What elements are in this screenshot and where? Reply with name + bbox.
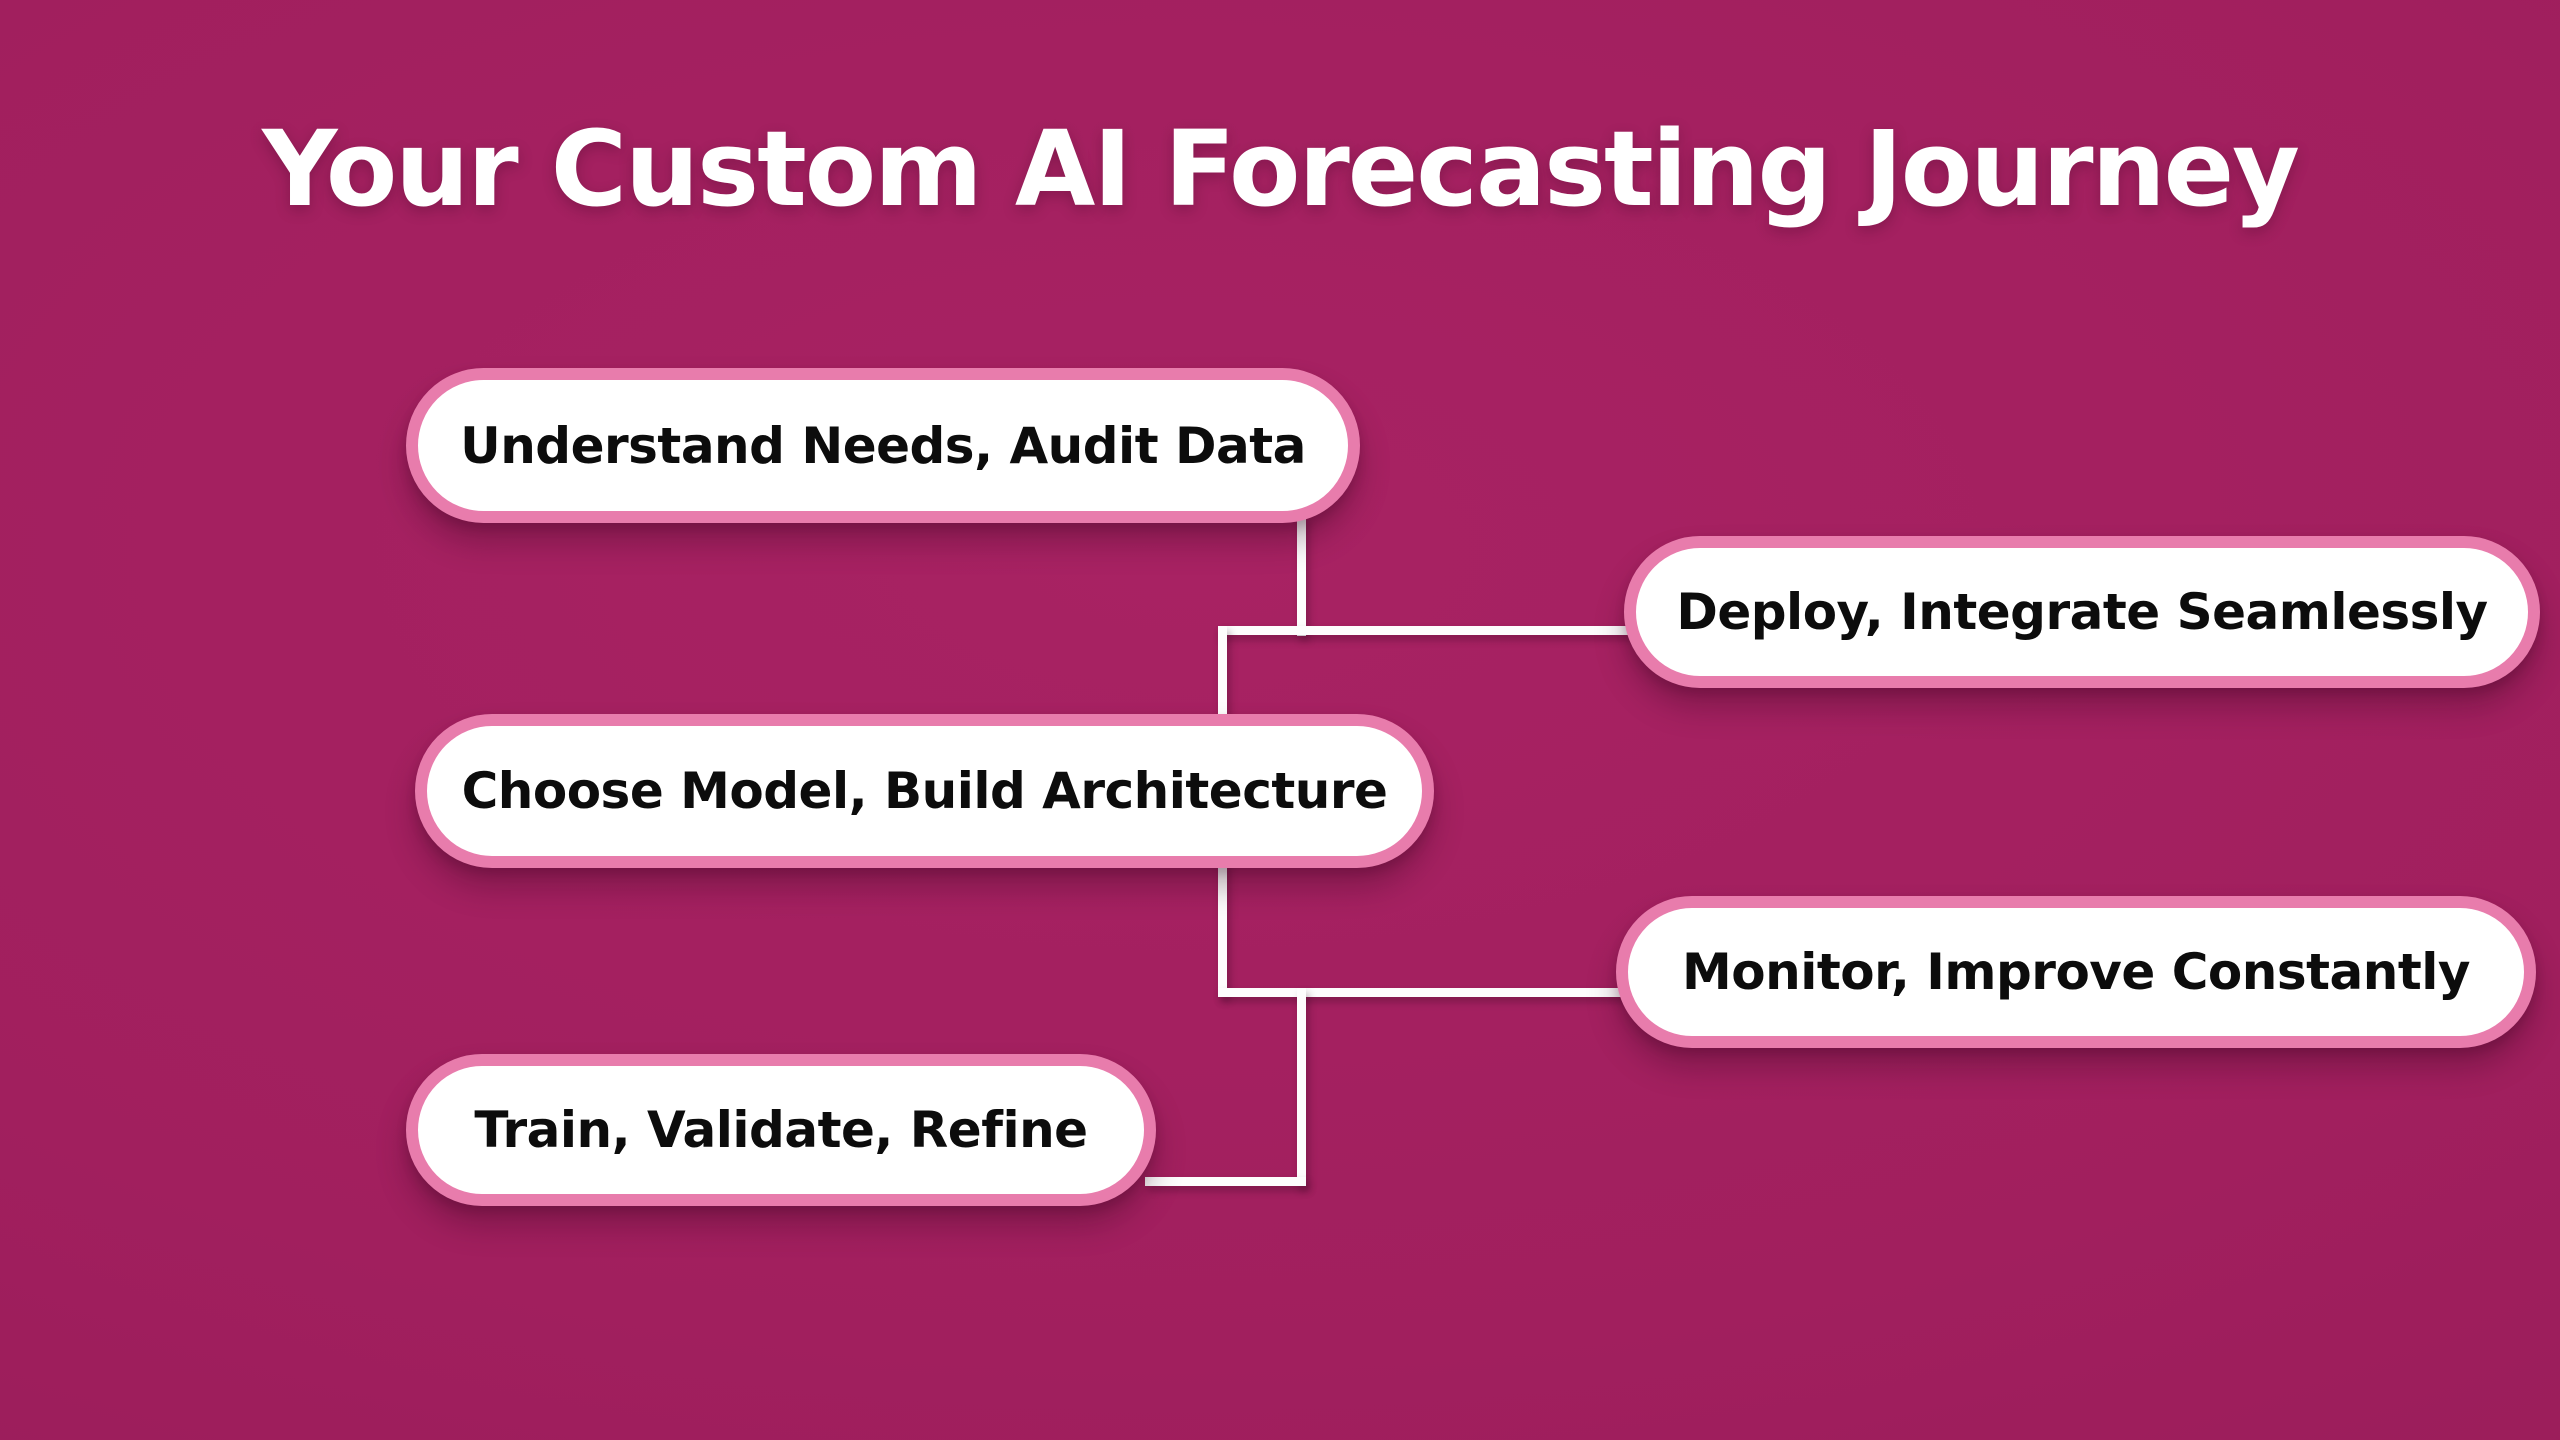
connector-to-deploy bbox=[1218, 626, 1648, 635]
flow-node-label: Deploy, Integrate Seamlessly bbox=[1676, 583, 2488, 641]
connector-down-to-choose bbox=[1218, 626, 1227, 736]
connector-choose-down bbox=[1218, 860, 1227, 996]
flow-node-label: Choose Model, Build Architecture bbox=[461, 762, 1388, 820]
connector-train-right bbox=[1145, 1177, 1306, 1186]
flow-node-label: Train, Validate, Refine bbox=[474, 1101, 1088, 1159]
flow-node-label: Understand Needs, Audit Data bbox=[460, 416, 1306, 475]
connector-down-to-train bbox=[1297, 988, 1306, 1186]
flow-node-label: Monitor, Improve Constantly bbox=[1682, 943, 2471, 1001]
flow-node-choose-model: Choose Model, Build Architecture bbox=[415, 714, 1434, 868]
connector-understand-down bbox=[1297, 516, 1306, 636]
connector-to-monitor bbox=[1218, 988, 1648, 997]
page-title: Your Custom AI Forecasting Journey bbox=[262, 108, 2300, 230]
flow-node-understand-needs: Understand Needs, Audit Data bbox=[406, 368, 1360, 523]
flow-node-monitor-improve: Monitor, Improve Constantly bbox=[1616, 896, 2536, 1048]
flow-node-train-validate: Train, Validate, Refine bbox=[406, 1054, 1156, 1206]
flow-node-deploy-integrate: Deploy, Integrate Seamlessly bbox=[1624, 536, 2540, 688]
